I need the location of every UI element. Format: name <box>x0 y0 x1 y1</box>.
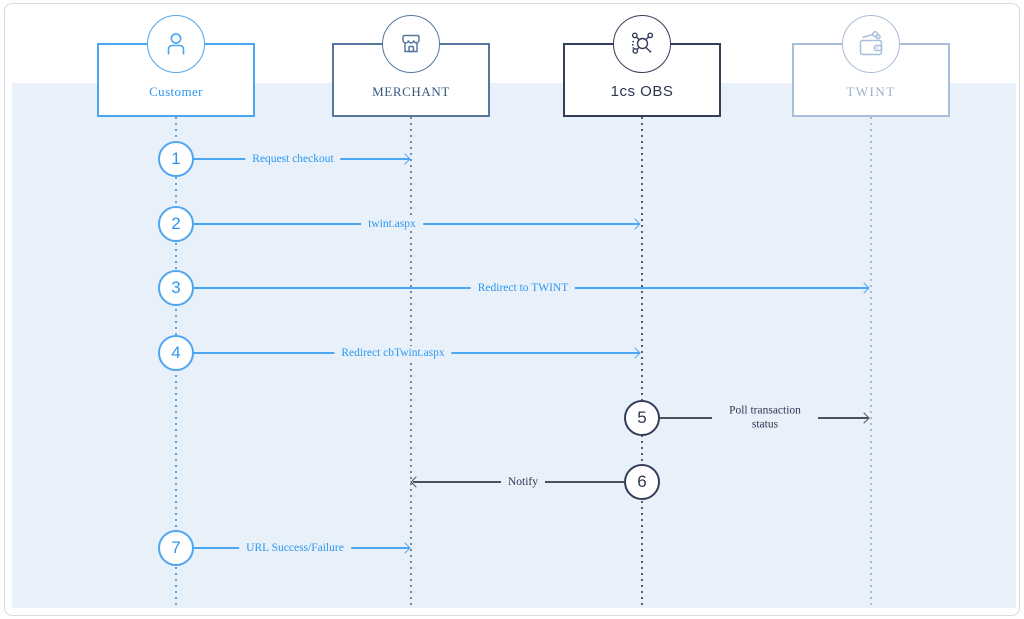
actor-merchant-label: MERCHANT <box>372 84 450 99</box>
step-number: 5 <box>637 408 647 427</box>
step-number-circle: 6 <box>624 464 660 500</box>
step-number-circle: 1 <box>158 141 194 177</box>
wallet-icon <box>842 15 900 73</box>
actor-twint-label: TWINT <box>846 84 896 99</box>
step-number-circle: 3 <box>158 270 194 306</box>
lifeline-twint <box>870 117 872 608</box>
person-icon <box>147 15 205 73</box>
message-label: twint.aspx <box>361 217 423 231</box>
lifeline-merchant <box>410 117 412 608</box>
message-label: URL Success/Failure <box>239 541 351 555</box>
step-number: 6 <box>637 472 647 491</box>
message-label: Redirect to TWINT <box>470 281 576 295</box>
message-label: Notify <box>500 475 546 489</box>
step-number-circle: 4 <box>158 335 194 371</box>
step-number: 7 <box>171 538 181 557</box>
network-icon <box>613 15 671 73</box>
step-number: 4 <box>171 343 181 362</box>
step-number-circle: 5 <box>624 400 660 436</box>
step-number: 2 <box>171 214 181 233</box>
message-label: Redirect cbTwint.aspx <box>334 346 452 360</box>
store-icon <box>382 15 440 73</box>
step-number-circle: 2 <box>158 206 194 242</box>
message-label: Request checkout <box>245 152 341 166</box>
lifeline-obs <box>641 117 643 608</box>
step-number-circle: 7 <box>158 530 194 566</box>
step-number: 3 <box>171 278 181 297</box>
step-number: 1 <box>171 149 181 168</box>
actor-twint: TWINT <box>792 43 950 117</box>
message-label: Poll transaction status <box>712 402 818 434</box>
actor-customer-label: Customer <box>149 84 203 99</box>
actor-obs-label: 1cs OBS <box>610 83 674 100</box>
